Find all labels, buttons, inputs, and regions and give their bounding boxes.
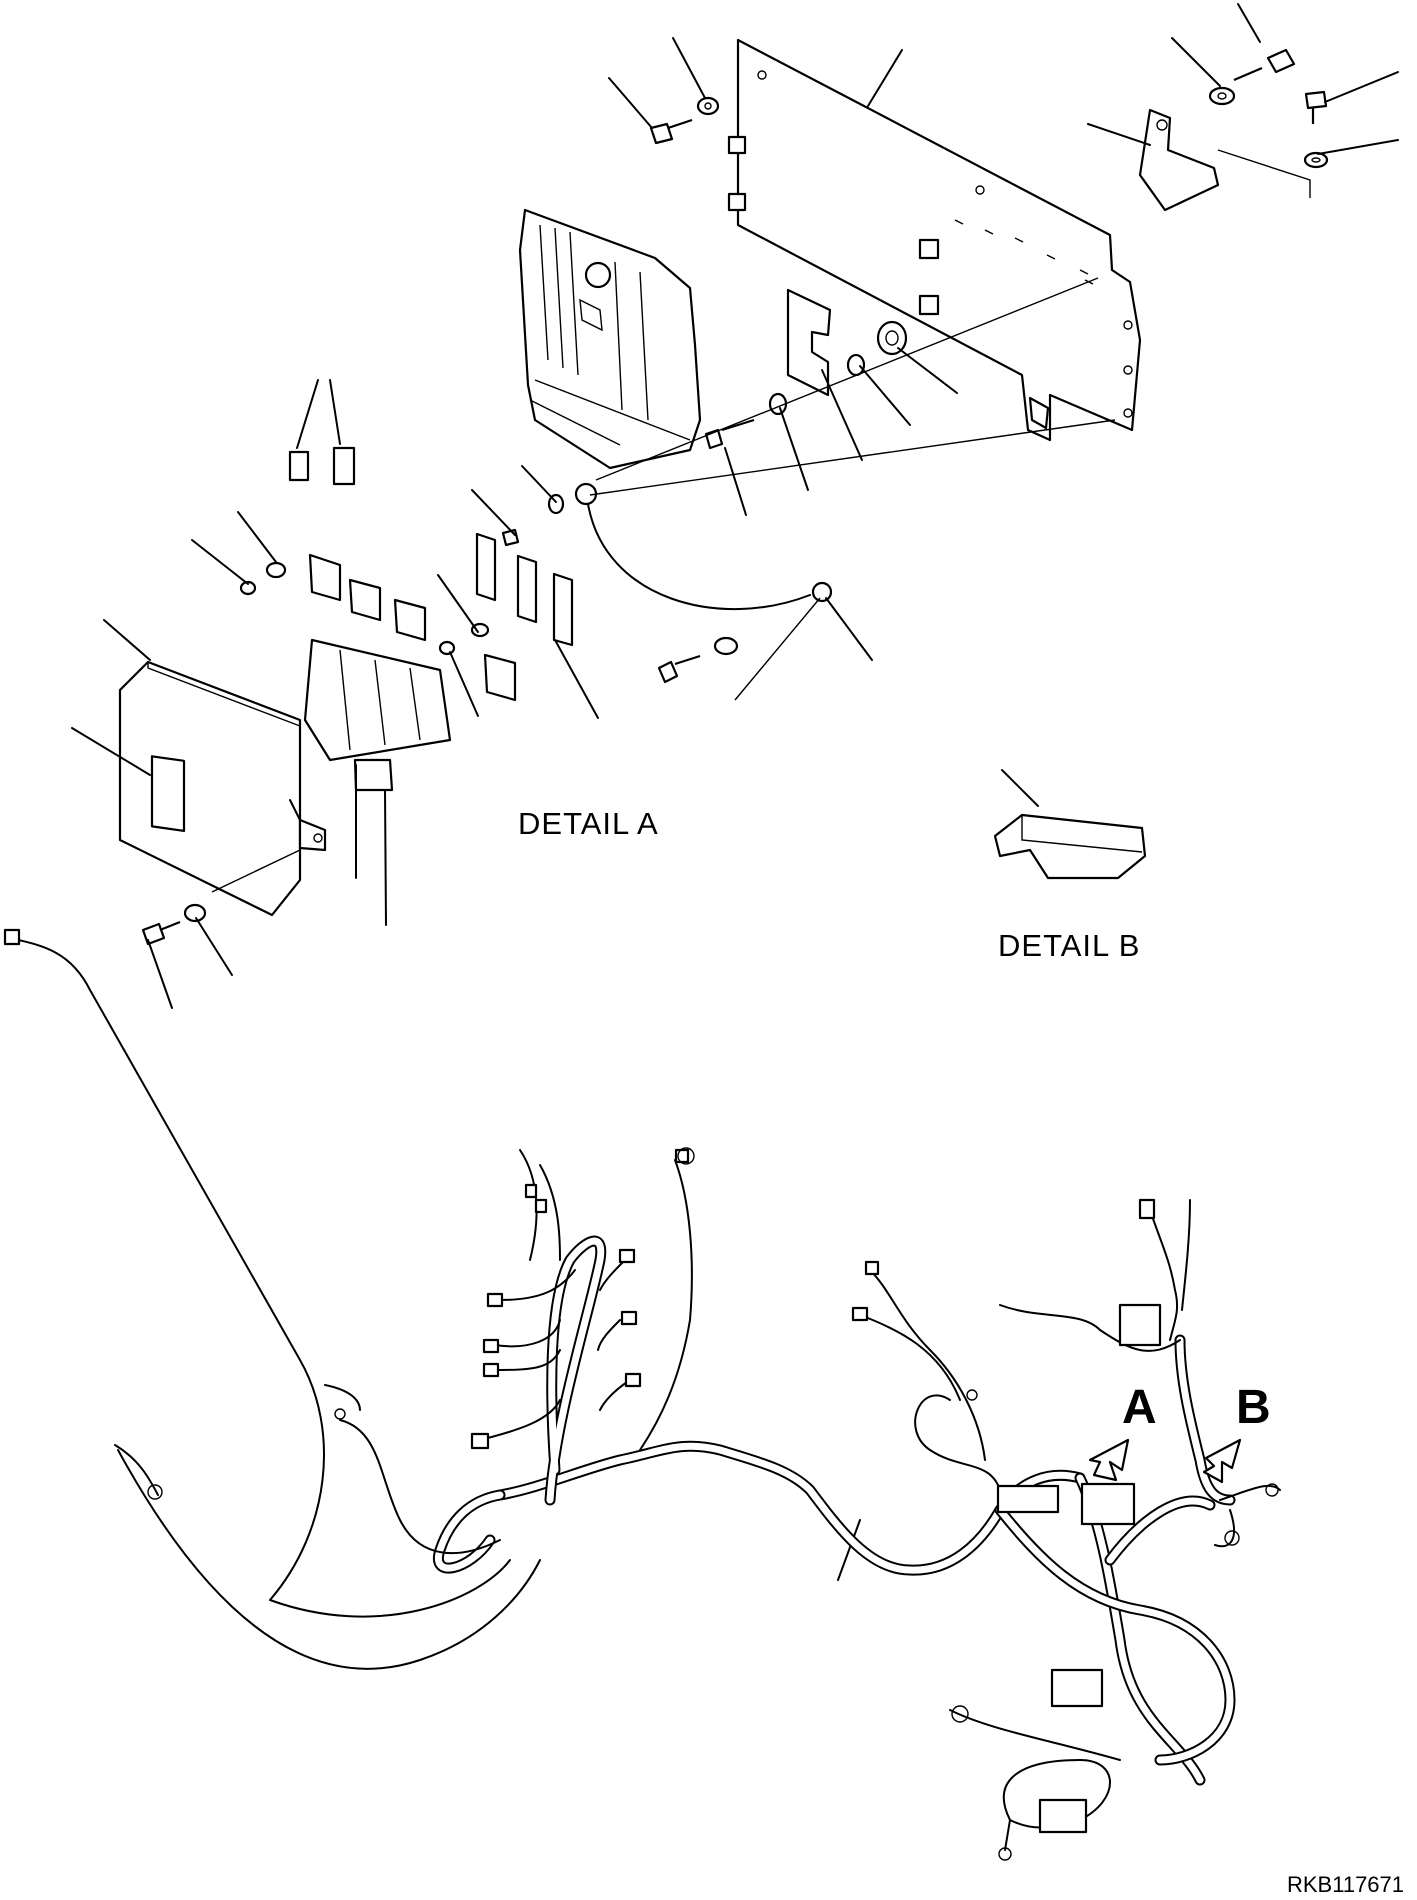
view-b-label: B [1236, 1381, 1271, 1434]
relay-assembly [239, 446, 574, 792]
detail-b-label: DETAIL B [998, 928, 1141, 963]
mounting-plate [727, 38, 1142, 442]
top-hardware [649, 48, 1329, 169]
wiring-harness [3, 928, 1281, 1861]
view-a-label: A [1122, 1381, 1157, 1434]
right-bracket [1138, 108, 1311, 212]
engine-controller [518, 208, 702, 470]
detail-a-label: DETAIL A [518, 806, 659, 841]
detail-b-clip [993, 813, 1147, 880]
ground-cable [574, 482, 833, 684]
leader-lines [71, 3, 1399, 1581]
drawing-code: RKB117671 [1287, 1872, 1405, 1897]
controller-box [118, 660, 327, 946]
